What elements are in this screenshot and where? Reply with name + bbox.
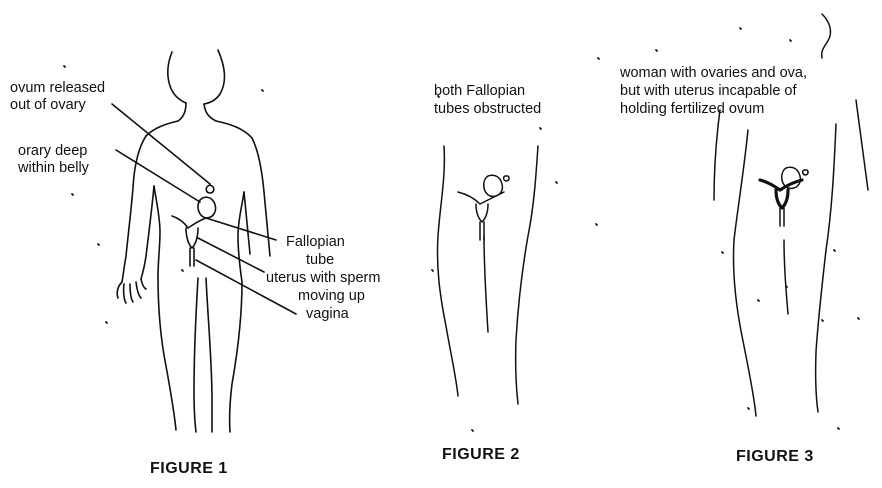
- figure-2-outline-left: [437, 146, 458, 396]
- figure-1-right-arm-outer: [252, 138, 270, 256]
- figure-1-neck-right: [204, 104, 216, 121]
- figure-3-uterus: [776, 190, 788, 208]
- label-fallopian-line-2: tube: [306, 252, 334, 269]
- figure-3-shoulder-right: [856, 100, 868, 190]
- figure-3-torso-left: [733, 130, 756, 416]
- leader-vagina: [196, 260, 296, 314]
- figure-1-head-outline-right: [204, 50, 224, 104]
- label-figure-2-line-1: both Fallopian: [434, 83, 525, 100]
- figure-1-vagina: [190, 248, 194, 266]
- figure-1-left-leg-outer: [158, 276, 176, 430]
- figure-1-shoulder-left: [146, 121, 178, 136]
- figure-2-tubes: [458, 192, 504, 204]
- figure-1-head-outline: [168, 52, 186, 103]
- figure-1-ovary: [198, 197, 216, 218]
- label-figure-3-line-2: but with uterus incapable of: [620, 83, 797, 100]
- figure-3-torso-right: [816, 124, 836, 412]
- label-moving-up: moving up: [298, 288, 365, 305]
- figure-2-uterus: [476, 204, 488, 222]
- figure-3-shoulder-left: [714, 110, 720, 200]
- caption-figure-1: FIGURE 1: [150, 460, 228, 478]
- leader-ovum-released: [112, 104, 210, 184]
- figure-1-left-leg-inner: [194, 278, 198, 432]
- label-fallopian-line-1: Fallopian: [286, 234, 345, 251]
- label-ovum-released-line-2: out of ovary: [10, 97, 86, 114]
- figure-2-ovum: [504, 176, 509, 181]
- figure-1-ovum: [206, 185, 213, 193]
- figure-2-inner-leg: [484, 236, 488, 332]
- figure-3-ovum: [803, 170, 808, 175]
- figure-1-right-arm-inner: [244, 192, 250, 254]
- label-figure-3-line-3: holding fertilized ovum: [620, 101, 764, 118]
- leader-fallopian: [206, 218, 276, 240]
- label-uterus-with-sperm: uterus with sperm: [266, 270, 380, 287]
- figure-2-body: [437, 146, 538, 404]
- figure-1-left-arm-inner: [141, 186, 154, 279]
- figure-1-left-hand: [117, 279, 146, 303]
- figure-1-body: [112, 50, 296, 432]
- figure-1-fallopian-tubes: [172, 216, 206, 228]
- figure-1-neck-left: [178, 103, 186, 121]
- figure-1-torso-left: [154, 186, 160, 276]
- label-ovary-deep-line-1: orary deep: [18, 143, 87, 160]
- figure-1-torso-right: [238, 192, 244, 282]
- figure-3-inner-leg: [784, 240, 788, 314]
- figure-1-shoulder-right: [216, 121, 252, 138]
- figure-1-right-leg-outer: [230, 282, 242, 432]
- figure-2-vagina: [480, 222, 484, 240]
- caption-figure-3: FIGURE 3: [736, 448, 814, 466]
- label-vagina: vagina: [306, 306, 349, 323]
- figure-3-neck-squiggle: [822, 14, 831, 58]
- figure-3-tubes: [760, 180, 802, 190]
- label-figure-2-line-2: tubes obstructed: [434, 101, 541, 118]
- leader-ovary-deep: [116, 150, 200, 202]
- figure-1-left-arm-outer: [122, 136, 146, 282]
- figure-2-ovary: [484, 175, 503, 196]
- figure-2-outline-right: [516, 146, 538, 404]
- label-figure-3-line-1: woman with ovaries and ova,: [620, 65, 807, 82]
- figure-3-vagina: [780, 208, 784, 226]
- figure-1-uterus: [186, 228, 198, 248]
- figure-1-right-leg-inner: [206, 278, 212, 432]
- caption-figure-2: FIGURE 2: [442, 446, 520, 464]
- label-ovary-deep-line-2: within belly: [18, 160, 89, 177]
- label-ovum-released-line-1: ovum released: [10, 80, 105, 97]
